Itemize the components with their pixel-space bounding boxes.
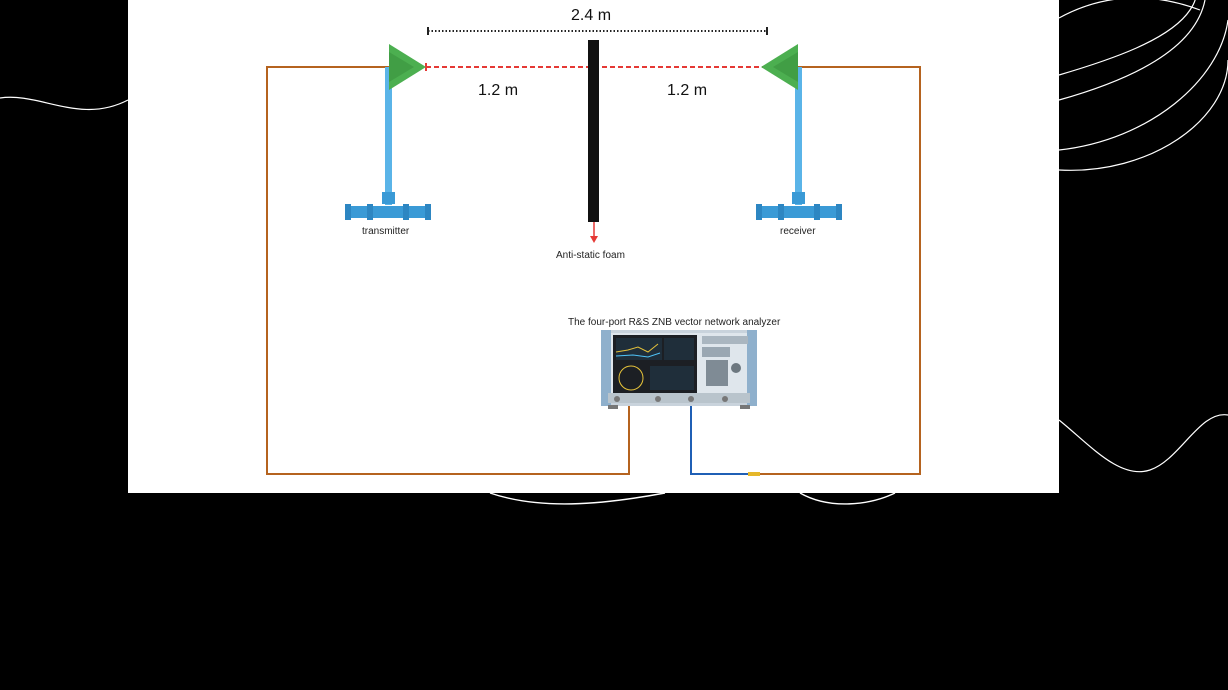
cable-connector <box>748 472 760 476</box>
transmitter-antenna <box>345 44 431 220</box>
diagram-panel: 2.4 m 1.2 m 1.2 m transmitter receiver A… <box>128 0 1059 493</box>
right-distance-label: 1.2 m <box>667 82 708 99</box>
brown-cable <box>266 66 630 475</box>
total-distance-marker <box>427 27 768 35</box>
total-distance-label: 2.4 m <box>571 7 612 24</box>
analyzer-label: The four-port R&S ZNB vector network ana… <box>568 317 781 328</box>
receiver-antenna <box>756 44 842 220</box>
left-distance-label: 1.2 m <box>478 82 519 99</box>
network-analyzer <box>601 330 757 409</box>
brown-cable-right <box>758 66 921 475</box>
receiver-label: receiver <box>780 226 816 237</box>
foam-label: Anti-static foam <box>556 250 625 261</box>
transmitter-label: transmitter <box>362 226 410 237</box>
blue-cable <box>690 405 758 475</box>
anti-static-foam <box>588 40 599 222</box>
setup-diagram <box>266 27 921 476</box>
